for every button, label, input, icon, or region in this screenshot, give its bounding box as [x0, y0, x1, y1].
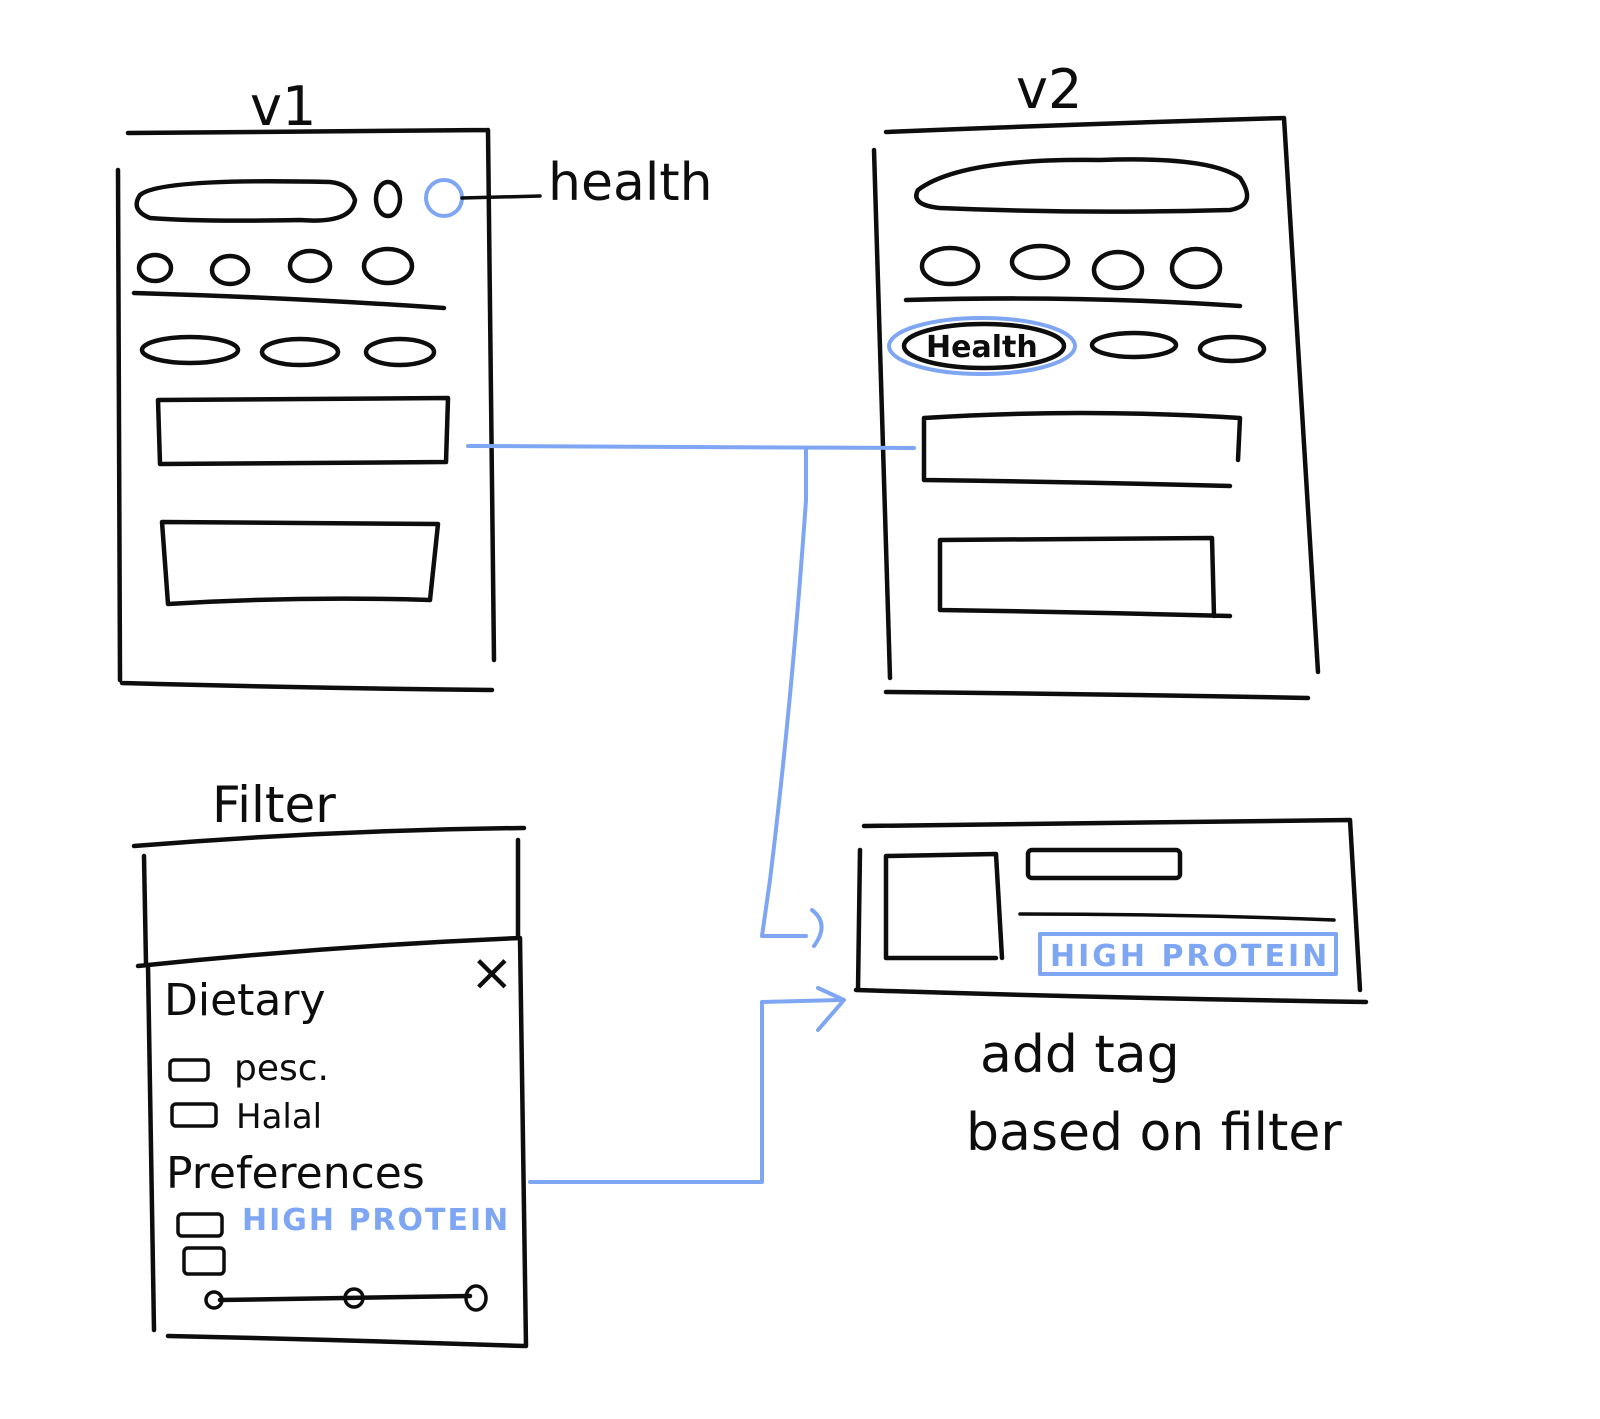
v2-health-chip-highlight: [887, 316, 1077, 376]
filter-frame: [131, 825, 529, 1349]
v2-category-circle: [1009, 243, 1071, 281]
range-slider-handle[interactable]: [204, 1290, 224, 1310]
v1-health-annotation: health: [548, 153, 713, 213]
v1-divider: [131, 290, 447, 311]
card-to-result-connector: [760, 446, 808, 938]
v1-chip: [139, 334, 241, 366]
high-protein-tag: [1038, 932, 1338, 976]
result-card-divider: [1018, 912, 1336, 922]
arrowhead-icon: [810, 908, 824, 948]
v1-health-icon: [424, 178, 464, 218]
v1-title: v1: [250, 75, 316, 138]
v1-chip: [259, 336, 341, 368]
filter-title: Filter: [212, 776, 336, 834]
v2-search-bar: [914, 157, 1250, 214]
v1-category-circle: [136, 252, 174, 284]
v1-category-circle: [361, 246, 415, 286]
range-slider-handle[interactable]: [343, 1287, 365, 1309]
preferences-heading: Preferences: [166, 1148, 425, 1199]
v2-chip: [1197, 334, 1267, 364]
filter-panel: Filter × Dietary pesc. Halal Preferences…: [131, 776, 529, 1349]
v1-card: [159, 519, 441, 607]
v1-card-connector: [466, 444, 916, 450]
pesc-option-label: pesc.: [234, 1048, 329, 1089]
v2-frame: [871, 115, 1321, 701]
v1-icon-circle: [373, 179, 403, 219]
v2-wireframe: v2 Health: [871, 58, 1321, 701]
v2-health-chip: [901, 321, 1067, 371]
result-card-image: [883, 851, 1005, 961]
filter-to-result-connector: [528, 998, 842, 1184]
v2-divider: [903, 296, 1243, 309]
tagged-result-card: HIGH PROTEIN: [853, 817, 1369, 1005]
v2-category-circle: [1169, 246, 1223, 290]
v1-health-pointer: [460, 194, 542, 200]
note-line-2: based on filter: [966, 1103, 1342, 1163]
result-card-frame: [853, 817, 1369, 1005]
annotation-note: add tag based on filter: [966, 1025, 1342, 1163]
note-line-1: add tag: [980, 1025, 1180, 1085]
v2-card: [937, 535, 1233, 619]
dietary-heading: Dietary: [164, 975, 326, 1026]
v1-card: [155, 395, 451, 467]
v1-category-circle: [287, 248, 333, 284]
arrowhead-icon: [816, 986, 846, 1032]
pesc-checkbox[interactable]: [168, 1058, 210, 1082]
v1-category-circle: [209, 253, 251, 287]
halal-option-label: Halal: [236, 1097, 322, 1137]
filter-close-icon[interactable]: ×: [470, 943, 514, 1003]
high-protein-option-label: HIGH PROTEIN: [242, 1203, 510, 1238]
high-protein-checkbox[interactable]: [176, 1212, 224, 1238]
v1-wireframe: v1 health: [115, 75, 713, 693]
v2-category-circle: [1091, 249, 1145, 291]
preference-checkbox[interactable]: [182, 1246, 226, 1276]
range-slider-handle[interactable]: [464, 1284, 488, 1312]
v1-search-bar: [134, 179, 358, 223]
v1-frame: [115, 127, 497, 693]
high-protein-tag-label: HIGH PROTEIN: [1050, 939, 1330, 974]
connectors: [466, 444, 916, 1184]
v2-card: [921, 410, 1243, 489]
v2-title: v2: [1016, 58, 1082, 121]
v2-health-chip-label: Health: [926, 330, 1038, 365]
v2-chip: [1089, 330, 1179, 360]
v1-chip: [363, 336, 437, 368]
result-card-title-bar: [1025, 847, 1183, 881]
v2-category-circle: [919, 245, 981, 287]
halal-checkbox[interactable]: [170, 1102, 218, 1128]
